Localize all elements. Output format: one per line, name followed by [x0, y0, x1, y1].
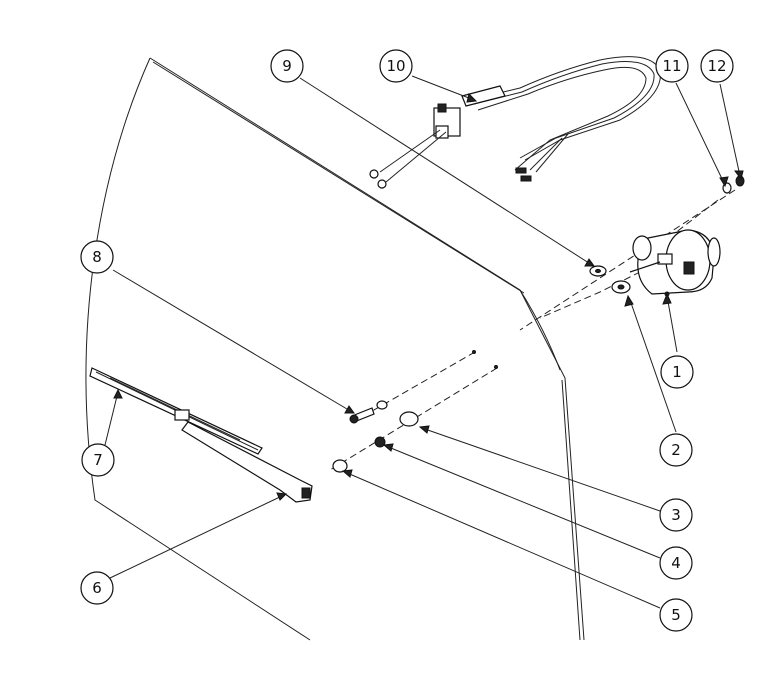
- callout-2: 2: [659, 433, 693, 467]
- callout-12: 12: [700, 49, 734, 83]
- leader-lines: [104, 75, 744, 609]
- callout-10: 10: [379, 49, 413, 83]
- callout-8: 8: [80, 240, 114, 274]
- callout-4: 4: [659, 546, 693, 580]
- callout-1: 1: [660, 355, 694, 389]
- callout-3: 3: [659, 498, 693, 532]
- svg-text:8: 8: [92, 248, 102, 266]
- wiper-motor: [629, 229, 721, 297]
- svg-text:11: 11: [662, 57, 681, 75]
- lock-nut: [374, 436, 386, 448]
- svg-text:3: 3: [671, 506, 681, 524]
- flat-washer: [399, 411, 419, 427]
- cable-washer: [589, 265, 607, 277]
- svg-text:2: 2: [671, 441, 681, 459]
- callout-5: 5: [659, 598, 693, 632]
- svg-text:9: 9: [282, 57, 292, 75]
- spacer-bushing: [332, 459, 348, 473]
- svg-text:12: 12: [707, 57, 726, 75]
- svg-text:7: 7: [93, 451, 103, 469]
- callout-9: 9: [270, 49, 304, 83]
- wiper-blade: [89, 367, 263, 455]
- svg-text:6: 6: [92, 579, 102, 597]
- callout-7: 7: [81, 443, 115, 477]
- mounting-bolt: [349, 350, 498, 424]
- svg-text:1: 1: [672, 363, 682, 381]
- callout-6: 6: [80, 571, 114, 605]
- windshield-panel: [85, 57, 585, 641]
- motor-washer: [611, 280, 631, 294]
- svg-text:4: 4: [671, 554, 681, 572]
- wiper-arm: [181, 421, 313, 503]
- svg-text:10: 10: [386, 57, 405, 75]
- callout-11: 11: [655, 49, 689, 83]
- svg-text:5: 5: [671, 606, 681, 624]
